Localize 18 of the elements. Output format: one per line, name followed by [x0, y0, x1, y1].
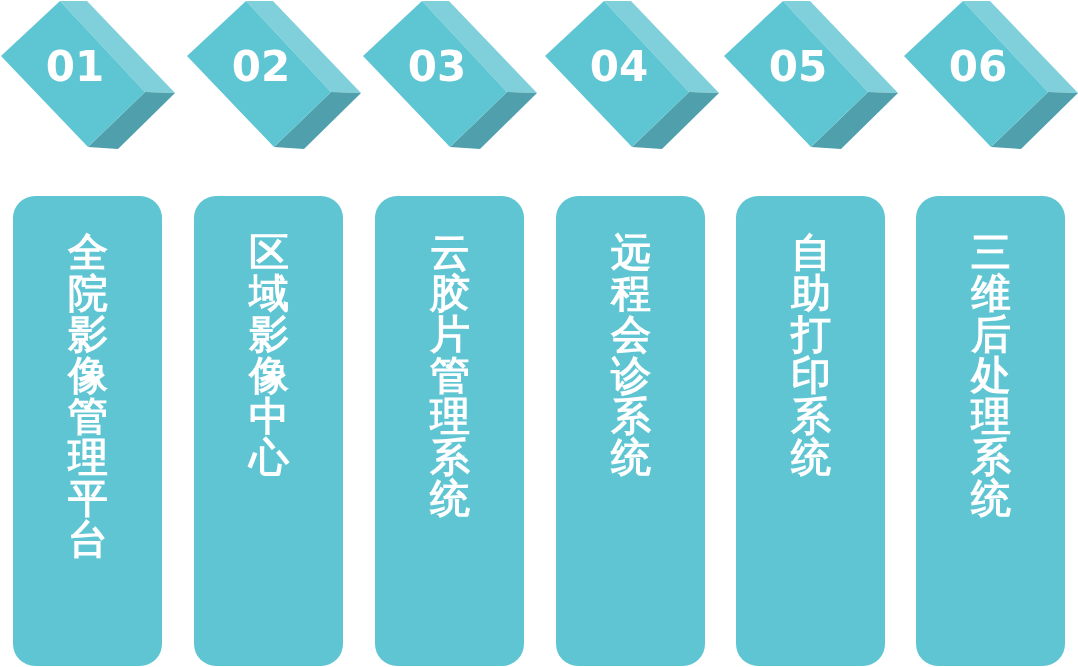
rounded-card: [916, 196, 1065, 666]
step-number: 01: [45, 46, 105, 88]
step-number: 04: [589, 46, 649, 88]
card-title: 云胶片管理系统: [428, 232, 471, 519]
step-number: 06: [948, 46, 1008, 88]
step-number: 03: [407, 46, 467, 88]
rounded-card: [13, 196, 162, 666]
rounded-card: [194, 196, 343, 666]
rounded-card: [736, 196, 885, 666]
card-title: 区域影像中心: [247, 232, 290, 478]
step-number: 05: [768, 46, 828, 88]
card-title: 自助打印系统: [789, 232, 832, 478]
card-title: 全院影像管理平台: [66, 232, 109, 560]
rounded-card: [375, 196, 524, 666]
rounded-card: [556, 196, 705, 666]
card-title: 远程会诊系统: [609, 232, 652, 478]
card-title: 三维后处理系统: [969, 232, 1012, 519]
step-number: 02: [231, 46, 291, 88]
